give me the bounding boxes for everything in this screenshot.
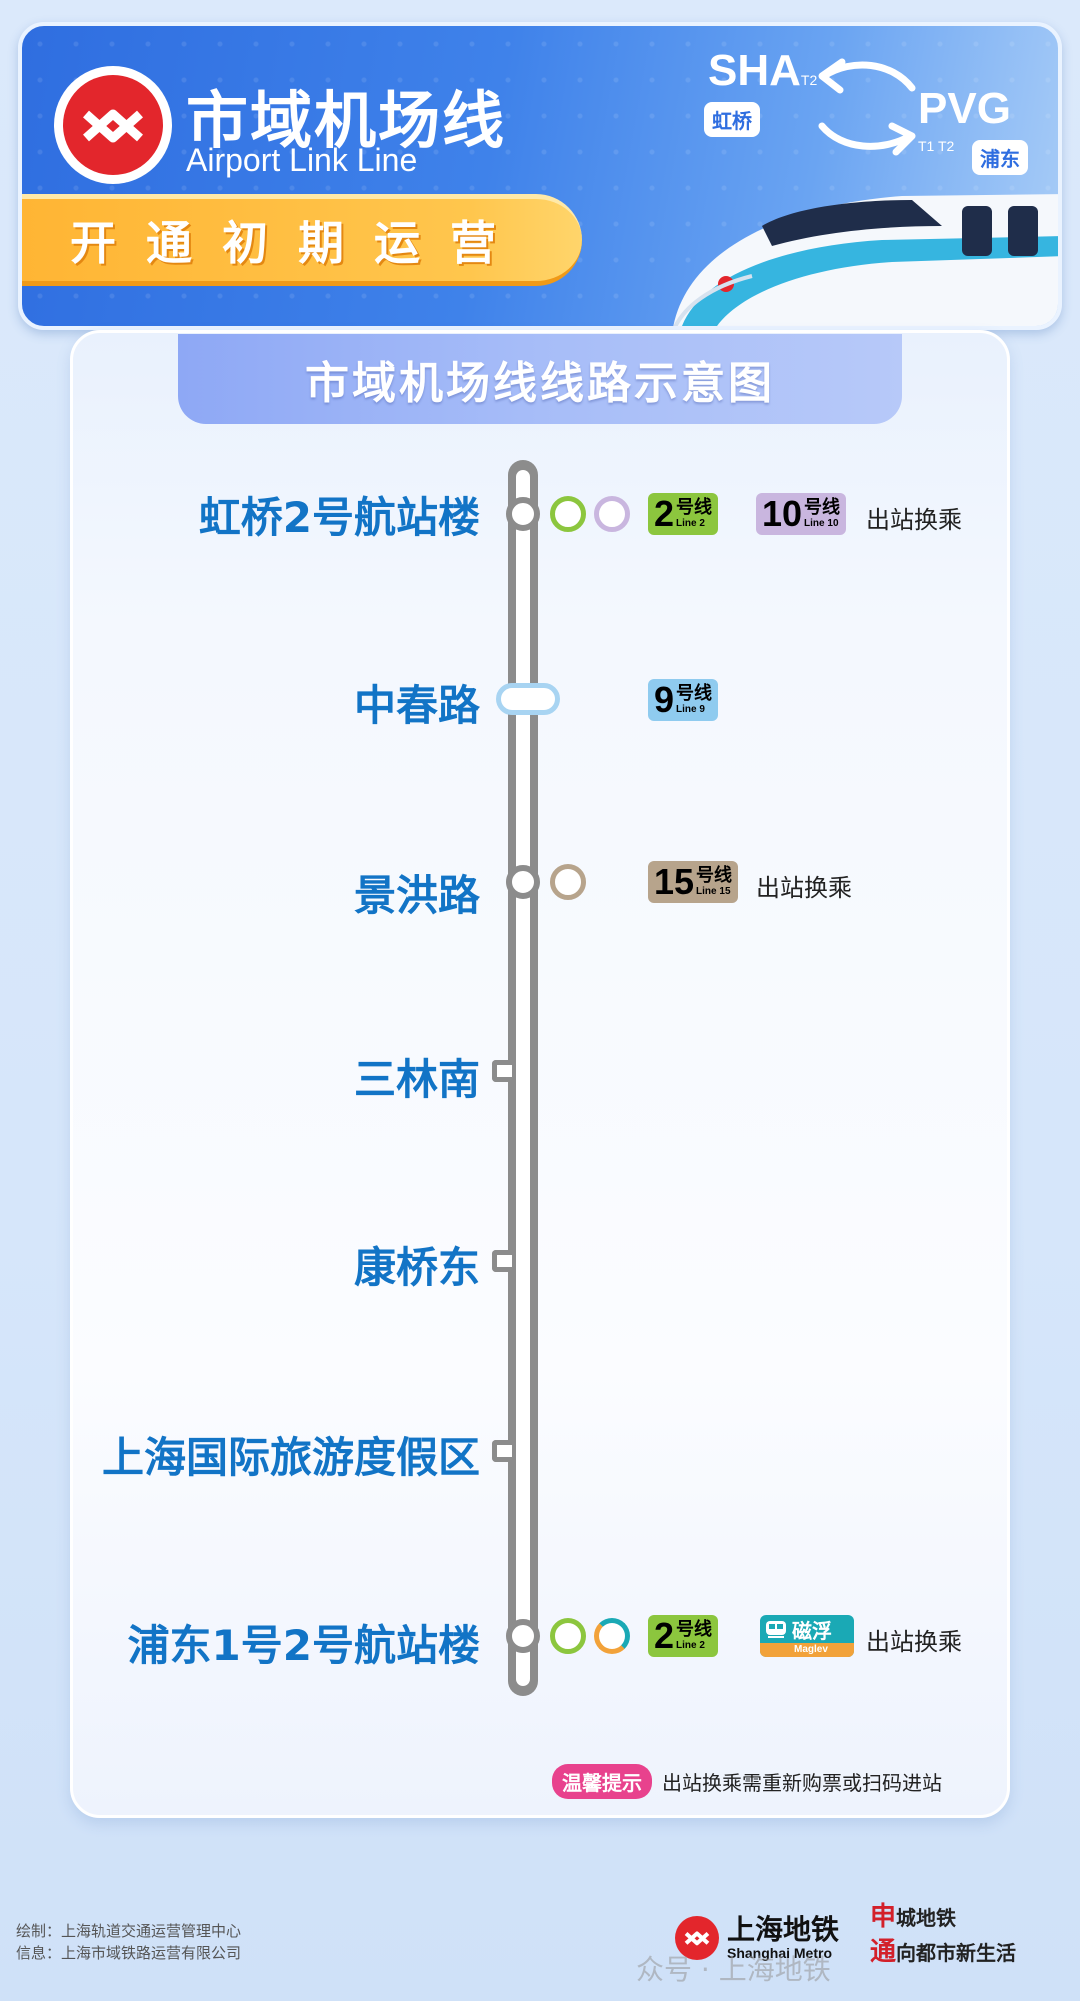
route-line: [508, 460, 538, 1696]
maglev-label: 磁浮: [792, 1618, 832, 1643]
tip-text: 出站换乘需重新购票或扫码进站: [662, 1770, 942, 1795]
diagram-card: [70, 330, 1010, 1818]
line-label: 号线: [676, 1619, 713, 1640]
line-label-english: Line 2: [676, 1640, 705, 1651]
line-number: 2: [654, 493, 675, 534]
line-label: 号线: [696, 865, 733, 886]
station-marker: [492, 1250, 512, 1272]
maglev-label-english: Maglev: [760, 1643, 854, 1657]
airport-pvg: PVG: [918, 84, 1011, 134]
transfer-note: 出站换乘: [866, 1628, 962, 1656]
train-illustration: [673, 194, 1058, 326]
slogan-line: 城地铁: [896, 1906, 957, 1930]
logo-name: 上海地铁: [727, 1913, 840, 1946]
line-label-english: Line 15: [696, 886, 731, 897]
line-number: 2: [654, 1615, 675, 1656]
station-name: 三林南: [353, 1055, 480, 1104]
airport-sha: SHAT2: [708, 46, 817, 96]
station-name: 虹桥2号航站楼: [198, 493, 480, 542]
line-number: 9: [654, 679, 675, 720]
line-15-ring-icon: [550, 864, 586, 900]
metro-logo-icon: [54, 66, 172, 184]
metro-logo-icon: [675, 1916, 719, 1960]
diagram-title: 市域机场线线路示意图: [178, 334, 902, 424]
line-label: 号线: [676, 497, 713, 518]
opening-ribbon: 开通初期运营: [22, 194, 582, 286]
station-marker: [496, 683, 560, 715]
slogan-char: 通: [870, 1937, 897, 1967]
slogan: 申城地铁 通向都市新生活: [870, 1900, 1050, 1970]
line-label-english: Line 2: [676, 518, 705, 529]
ribbon-text: 开通初期运营: [70, 216, 526, 270]
station-name: 康桥东: [353, 1243, 480, 1292]
line-label-english: Line 9: [676, 704, 705, 715]
watermark: 众号 · 上海地铁: [636, 1953, 831, 1986]
line-label: 号线: [676, 683, 713, 704]
line-label-english: Line 10: [804, 518, 839, 529]
swap-arrows-icon: [818, 58, 916, 156]
line-title-english: Airport Link Line: [186, 142, 418, 178]
station-name: 中春路: [353, 681, 480, 730]
maglev-train-icon: [766, 1621, 786, 1638]
station-marker: [506, 865, 540, 899]
drawn-by: 绘制：上海轨道交通运营管理中心: [16, 1922, 242, 1940]
station-marker: [492, 1060, 512, 1082]
line-number: 15: [654, 861, 695, 902]
tip-row: 温馨提示 出站换乘需重新购票或扫码进站: [552, 1763, 942, 1799]
airport-sha-name: 虹桥: [704, 102, 760, 137]
info-by: 信息：上海市域铁路运营有限公司: [16, 1944, 242, 1962]
maglev-ring-icon: [594, 1618, 630, 1654]
transfer-note: 出站换乘: [756, 874, 852, 902]
slogan-line: 向都市新生活: [896, 1941, 1017, 1965]
line-label: 号线: [804, 497, 841, 518]
station-name: 上海国际旅游度假区: [101, 1433, 480, 1482]
airport-terminal: T2: [800, 72, 818, 88]
line-10-ring-icon: [594, 496, 630, 532]
maglev-badge: 磁浮 Maglev: [760, 1615, 854, 1657]
line-title: 市域机场线: [186, 84, 507, 157]
logo-name-english: Shanghai Metro: [727, 1945, 833, 1961]
line-2-ring-icon: [550, 496, 586, 532]
tip-tag: 温馨提示: [552, 1763, 652, 1799]
header-banner: 市域机场线 Airport Link Line 开通初期运营 SHAT2 虹桥 …: [18, 22, 1062, 330]
station-marker: [506, 1619, 540, 1653]
airport-pvg-name: 浦东: [972, 140, 1028, 175]
station-name: 浦东1号2号航站楼: [127, 1621, 480, 1670]
transfer-note: 出站换乘: [866, 506, 962, 534]
line-2-ring-icon: [550, 1618, 586, 1654]
airport-code: PVG: [918, 84, 1011, 133]
station-marker: [492, 1440, 512, 1462]
station-marker: [506, 497, 540, 531]
shanghai-metro-logo: 上海地铁 Shanghai Metro: [675, 1915, 839, 1961]
airport-code: SHA: [708, 46, 801, 95]
line-number: 10: [762, 493, 803, 534]
station-name: 景洪路: [353, 871, 480, 920]
airport-terminal: T1 T2: [918, 138, 955, 154]
slogan-char: 申: [870, 1902, 897, 1932]
